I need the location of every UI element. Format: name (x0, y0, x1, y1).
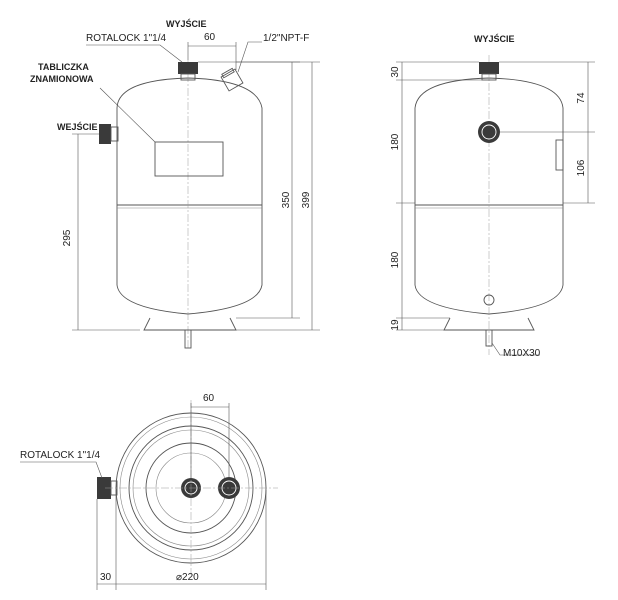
leader-bolt (491, 342, 540, 356)
front-bolt (184, 329, 192, 349)
dim-top-60: 60 (203, 393, 215, 404)
front-view: ROTALOCK 1"1/4 WYJŚCIE 1/2"NPT-F 60 TABL… (30, 18, 320, 350)
label-outlet-top: WYJŚCIE (166, 18, 207, 29)
label-nameplate-1: TABLICZKA (38, 62, 89, 72)
side-bolt (485, 329, 493, 347)
label-side-outlet: WYJŚCIE (474, 33, 515, 44)
dim-60-front: 60 (204, 32, 216, 43)
side-nameplate-edge (555, 139, 564, 171)
leader-nameplate (99, 87, 156, 143)
dim-side-180-bottom: 180 (390, 251, 401, 268)
front-npt-fitting (220, 67, 244, 92)
side-view: WYJŚCIE 30 180 180 19 74 106 M10X30 (390, 33, 595, 359)
dim-side-106: 106 (576, 159, 587, 176)
leader-rotalock (86, 44, 183, 63)
front-outlet-port (178, 62, 198, 74)
label-top-rotalock: ROTALOCK 1"1/4 (20, 450, 100, 461)
dim-399: 399 (301, 191, 312, 208)
front-base-foot (143, 317, 237, 331)
label-nameplate-2: ZNAMIONOWA (30, 74, 94, 84)
dim-top-30: 30 (100, 572, 112, 583)
label-bolt: M10X30 (503, 348, 541, 359)
label-npt: 1/2"NPT-F (263, 33, 309, 44)
label-inlet: WEJŚCIE (57, 121, 98, 132)
side-tank-body (414, 77, 564, 315)
side-inlet-circle (478, 121, 500, 143)
front-outlet-neck (180, 73, 196, 81)
leader-npt (237, 41, 262, 73)
side-lower-port (483, 294, 495, 306)
label-rotalock-top: ROTALOCK 1"1/4 (86, 33, 166, 44)
dim-side-74: 74 (576, 92, 587, 104)
dim-295: 295 (62, 229, 73, 246)
dim-side-180-top: 180 (390, 133, 401, 150)
front-tank-body (116, 77, 263, 315)
top-inlet-port (97, 477, 111, 499)
front-nameplate (154, 141, 224, 177)
dim-350: 350 (281, 191, 292, 208)
leader-top-rotalock (20, 461, 103, 479)
dim-top-220: ⌀220 (176, 572, 199, 583)
front-inlet-port (99, 124, 111, 144)
front-inlet-neck (110, 126, 119, 142)
dim-side-30: 30 (390, 66, 401, 78)
top-view: ROTALOCK 1"1/4 60 30 ⌀220 (20, 393, 278, 590)
side-outlet-port (479, 62, 499, 74)
dim-side-19: 19 (390, 319, 401, 331)
